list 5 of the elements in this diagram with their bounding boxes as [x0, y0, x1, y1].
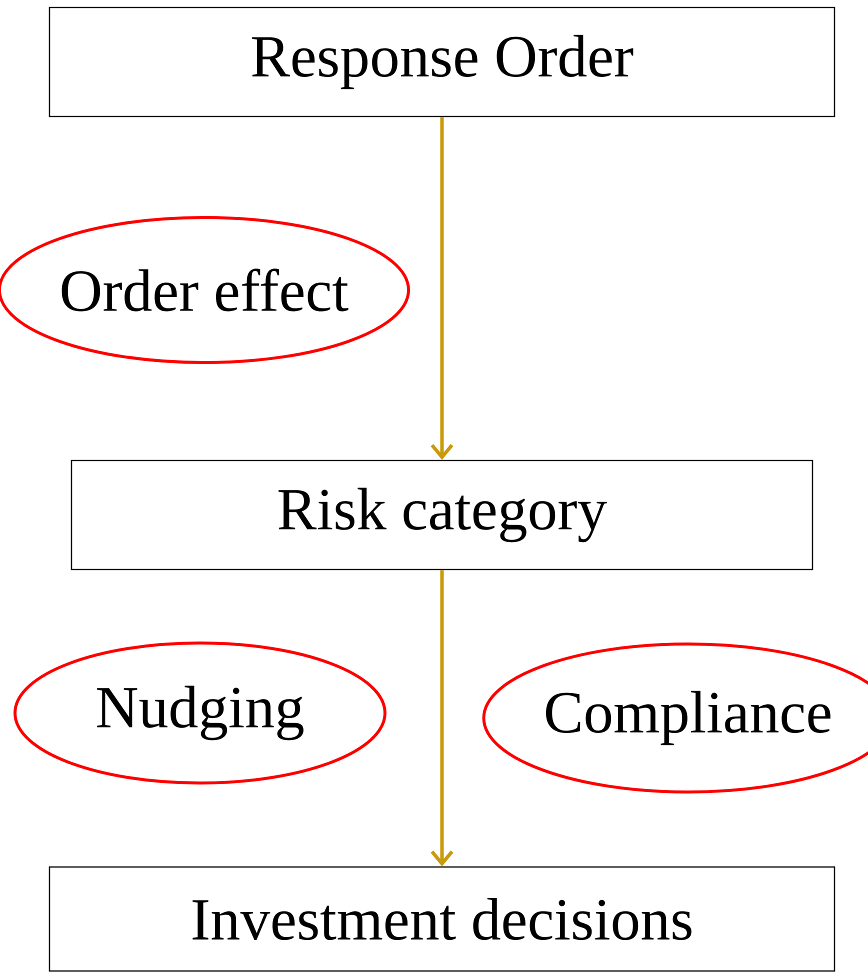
arrow	[430, 117, 454, 460]
process-box: Investment decisions	[48, 866, 836, 972]
process-box: Risk category	[70, 460, 814, 570]
arrow	[430, 570, 454, 866]
process-box: Response Order	[48, 6, 836, 118]
